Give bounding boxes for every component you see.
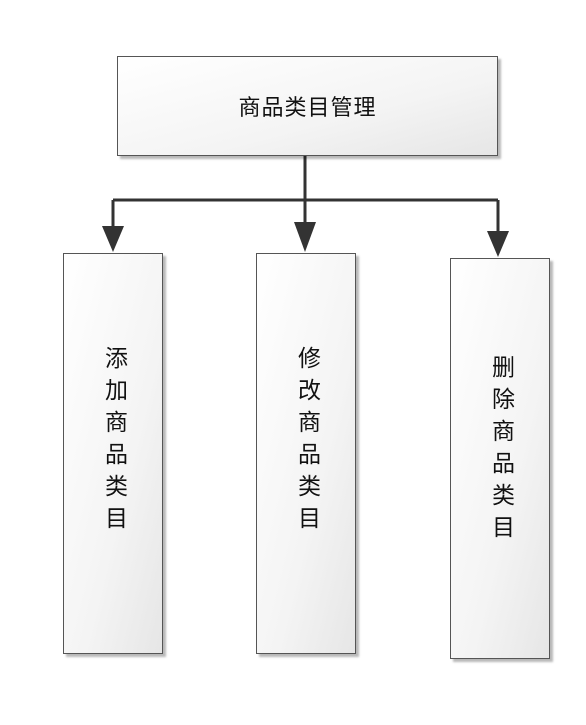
child-node-delete: 删除商品类目 xyxy=(450,258,550,659)
arrow-head-1 xyxy=(102,226,124,252)
child-node-edit: 修改商品类目 xyxy=(256,253,356,654)
child-node-add: 添加商品类目 xyxy=(63,253,163,654)
child-node-delete-label: 删除商品类目 xyxy=(487,355,514,547)
child-node-add-label: 添加商品类目 xyxy=(100,346,127,538)
root-node-label: 商品类目管理 xyxy=(238,96,377,121)
arrow-head-3 xyxy=(487,231,509,257)
arrow-head-2 xyxy=(294,222,316,252)
child-node-edit-label: 修改商品类目 xyxy=(293,346,320,538)
root-node: 商品类目管理 xyxy=(117,56,498,156)
